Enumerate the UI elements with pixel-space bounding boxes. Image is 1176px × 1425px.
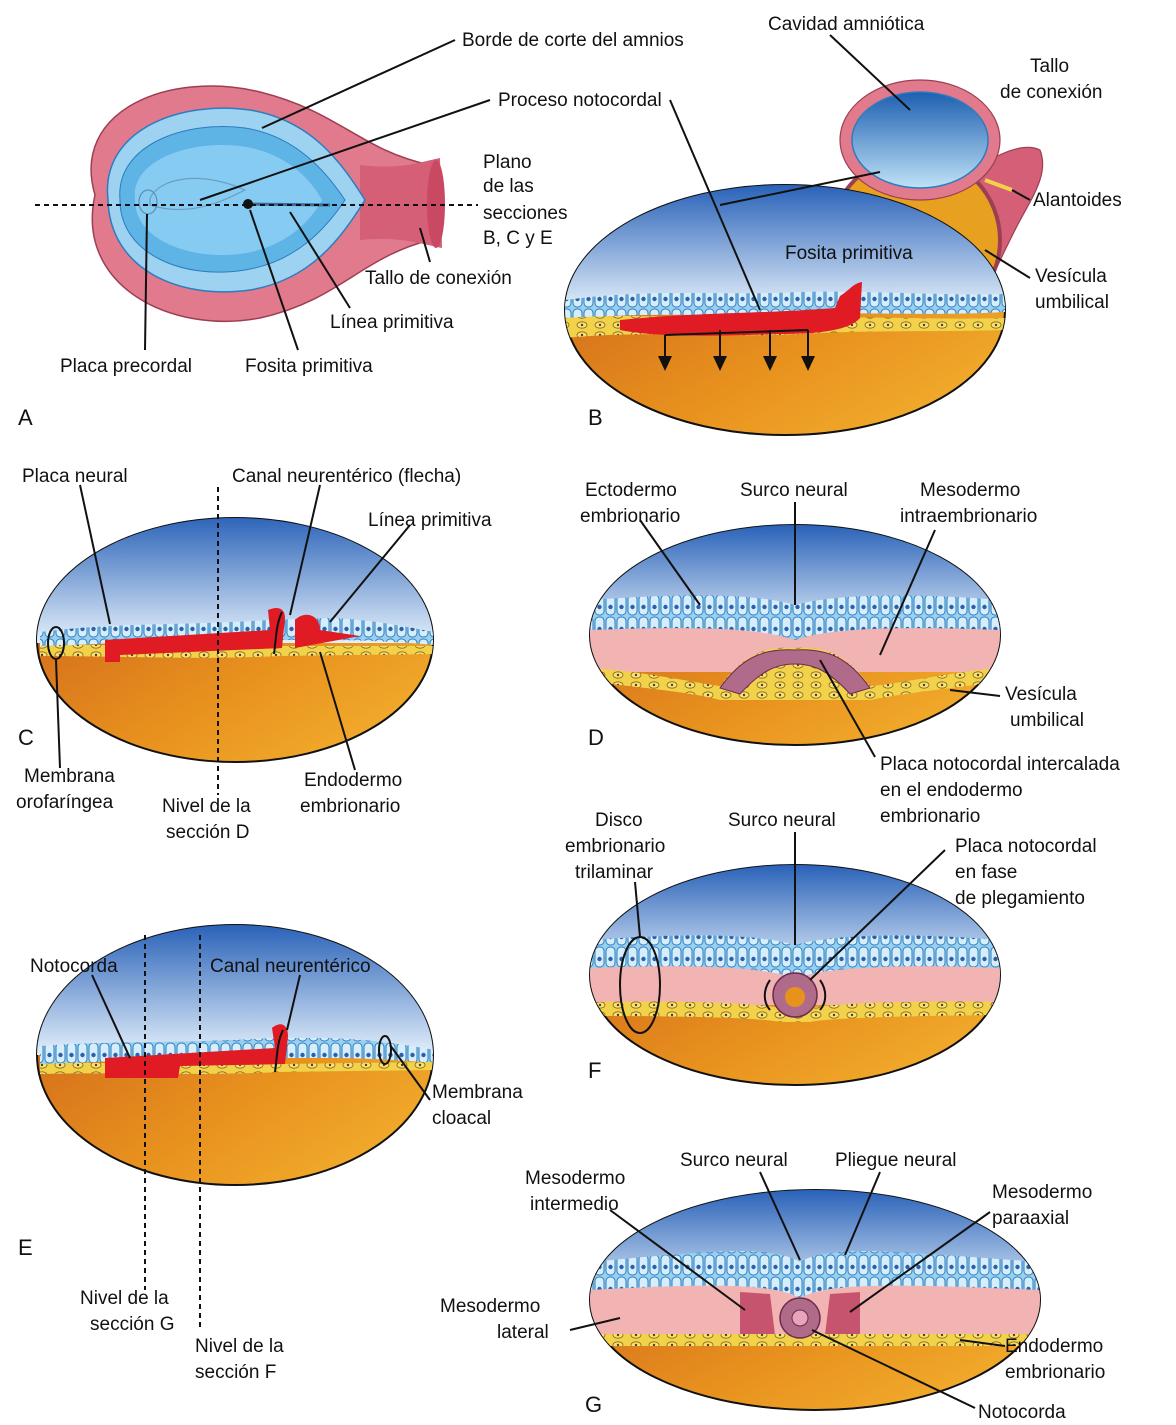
label-ectodermo-d-2: embrionario [580, 506, 680, 527]
label-meso-lat-2: lateral [497, 1322, 549, 1343]
label-plano-2: de las [483, 176, 534, 197]
label-endo-g-2: embrionario [1005, 1362, 1105, 1383]
label-nivel-d-1: Nivel de la [162, 796, 251, 817]
panel-label-g: G [585, 1392, 602, 1417]
label-meso-int-2: intermedio [530, 1194, 619, 1215]
label-membrana-c-1: Membrana [24, 766, 115, 787]
label-ectodermo-d-1: Ectodermo [585, 480, 677, 501]
label-surco-neural-g: Surco neural [680, 1150, 788, 1171]
panel-label-d: D [588, 725, 604, 750]
label-borde-corte: Borde de corte del amnios [462, 30, 684, 51]
label-nivel-g-2: sección G [90, 1314, 174, 1335]
leader-borde [262, 40, 455, 128]
label-meso-para-1: Mesodermo [992, 1182, 1092, 1203]
label-nivel-d-2: sección D [166, 822, 249, 843]
label-proceso-notocordal: Proceso notocordal [498, 90, 662, 111]
label-disco-f-1: Disco [595, 810, 643, 831]
panel-label-f: F [588, 1058, 601, 1083]
label-vesicula-b-1: Vesícula [1035, 266, 1107, 287]
label-surco-neural-d: Surco neural [740, 480, 848, 501]
label-endodermo-c-2: embrionario [300, 796, 400, 817]
label-placa-precordal: Placa precordal [60, 356, 192, 377]
label-vesicula-d-2: umbilical [1010, 710, 1084, 731]
label-disco-f-3: trilaminar [575, 862, 654, 883]
label-placa-d-1: Placa notocordal intercalada [880, 754, 1120, 775]
label-nivel-f-2: sección F [195, 1362, 276, 1383]
panel-e-figure [35, 925, 435, 1330]
label-plano-1: Plano [483, 152, 532, 173]
label-fosita-primitiva-a: Fosita primitiva [245, 356, 373, 377]
label-placa-d-2: en el endodermo [880, 780, 1023, 801]
label-endodermo-c-1: Endodermo [304, 770, 402, 791]
endoderm-g [590, 1334, 1040, 1346]
label-linea-primitiva-c: Línea primitiva [368, 510, 492, 531]
label-canal-neurenterico-e: Canal neurentérico [210, 956, 371, 977]
label-vesicula-d-1: Vesícula [1005, 684, 1077, 705]
label-disco-f-2: embrionario [565, 836, 665, 857]
label-meso-int-1: Mesodermo [525, 1168, 625, 1189]
notochordal-plate-lumen [785, 987, 805, 1007]
label-meso-para-2: paraaxial [992, 1208, 1069, 1229]
panel-label-b: B [588, 405, 603, 430]
label-membrana-c-2: orofaríngea [16, 792, 114, 813]
label-placa-f-2: en fase [955, 862, 1017, 883]
label-tallo-b-2: de conexión [1000, 82, 1102, 103]
label-notocorda-g: Notocorda [978, 1402, 1066, 1423]
paraxial-right [825, 1292, 860, 1335]
label-fosita-primitiva-b: Fosita primitiva [785, 243, 913, 264]
panel-label-e: E [18, 1235, 33, 1260]
label-cavidad-amniotica: Cavidad amniótica [768, 14, 925, 35]
label-tallo-conexion-a: Tallo de conexión [365, 268, 512, 289]
label-meso-lat-1: Mesodermo [440, 1296, 540, 1317]
label-endo-g-1: Endodermo [1005, 1336, 1103, 1357]
label-placa-f-1: Placa notocordal [955, 836, 1097, 857]
label-pliegue-neural: Pliegue neural [835, 1150, 956, 1171]
label-mesodermo-d-2: intraembrionario [900, 506, 1037, 527]
notochord-center [792, 1310, 808, 1326]
label-membrana-e-2: cloacal [432, 1108, 491, 1129]
panel-label-a: A [18, 405, 33, 430]
label-surco-neural-f: Surco neural [728, 810, 836, 831]
label-plano-4: B, C y E [483, 228, 553, 249]
label-notocorda-e: Notocorda [30, 956, 118, 977]
label-canal-neurenterico-c: Canal neurentérico (flecha) [232, 466, 461, 487]
label-linea-primitiva-a: Línea primitiva [330, 312, 454, 333]
label-nivel-f-1: Nivel de la [195, 1336, 284, 1357]
panel-c-figure [35, 487, 435, 795]
label-nivel-g-1: Nivel de la [80, 1288, 169, 1309]
label-plano-3: secciones [483, 203, 568, 224]
label-placa-f-3: de plegamiento [955, 888, 1085, 909]
label-placa-d-3: embrionario [880, 806, 980, 827]
label-vesicula-b-2: umbilical [1035, 292, 1109, 313]
paraxial-left [740, 1292, 775, 1335]
label-membrana-e-1: Membrana [432, 1082, 523, 1103]
label-mesodermo-d-1: Mesodermo [920, 480, 1020, 501]
label-placa-neural: Placa neural [22, 466, 128, 487]
label-tallo-b-1: Tallo [1030, 56, 1069, 77]
label-alantoides: Alantoides [1033, 190, 1122, 211]
panel-label-c: C [18, 725, 34, 750]
panel-g-figure [590, 1190, 1040, 1410]
